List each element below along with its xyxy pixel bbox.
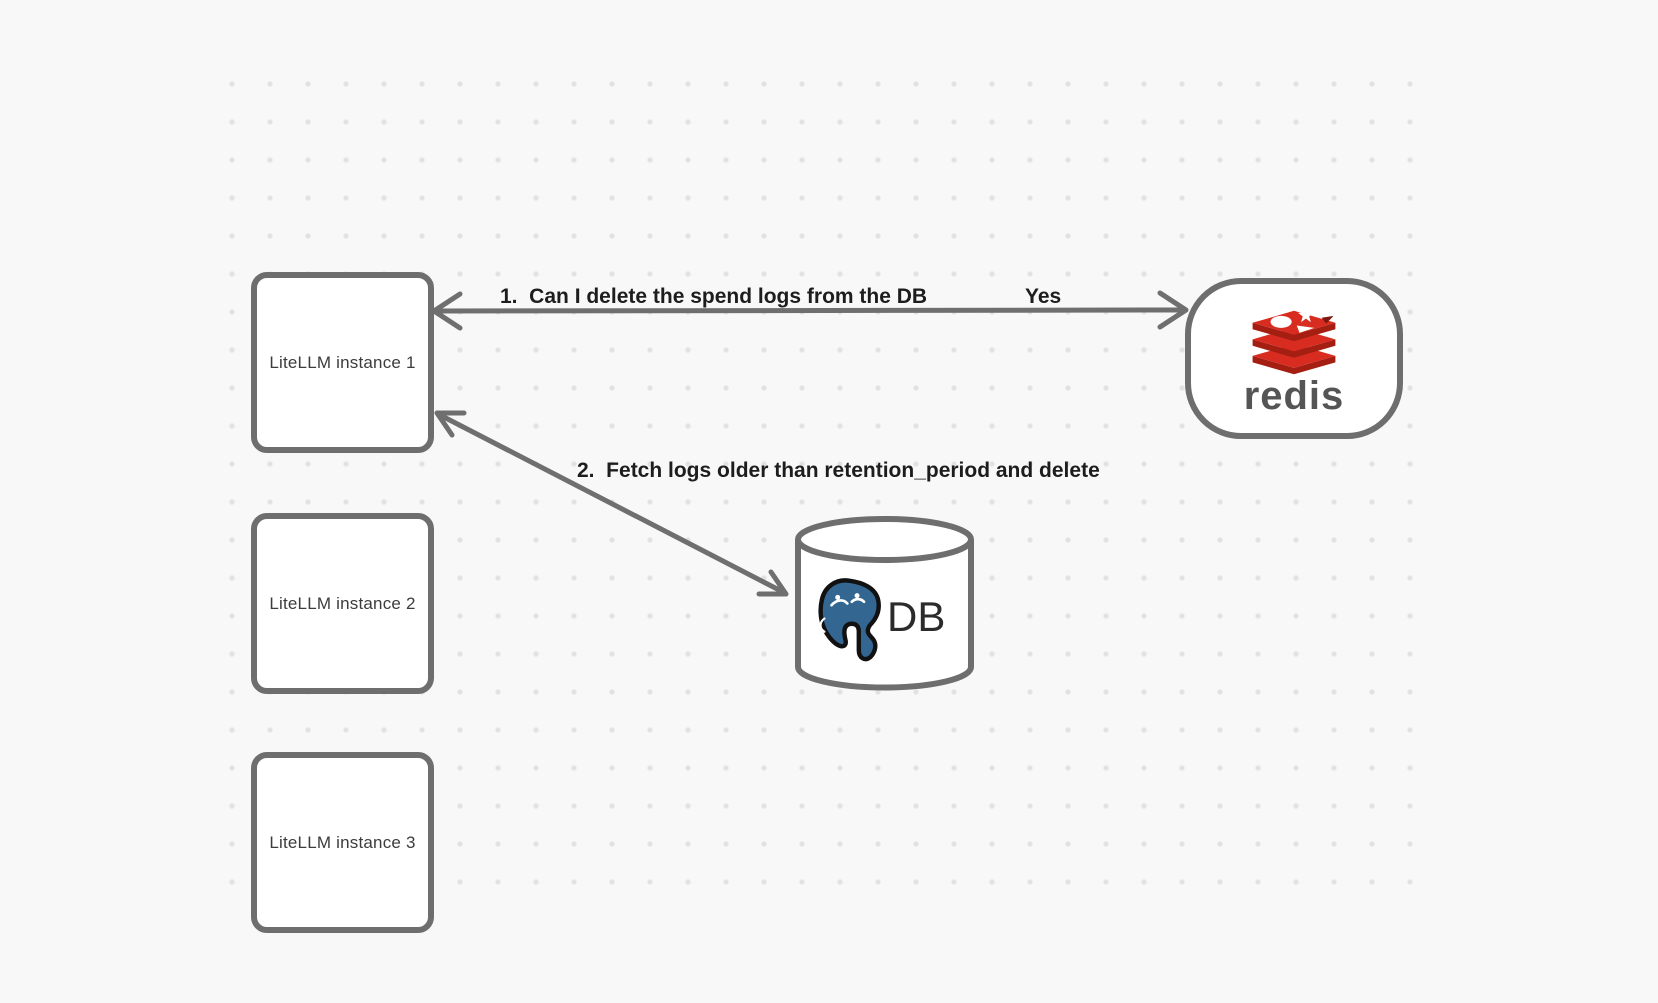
cylinder-shape — [795, 516, 974, 691]
litellm-instance-3-box[interactable]: LiteLLM instance 3 — [251, 752, 434, 933]
redis-node[interactable]: redis — [1185, 278, 1403, 439]
edge-db-fetch-arrow[interactable] — [434, 410, 789, 597]
redis-wordmark: redis — [1243, 374, 1345, 418]
litellm-instance-1-box[interactable]: LiteLLM instance 1 — [251, 272, 434, 453]
edge-redis-check-response[interactable]: Yes — [1025, 285, 1062, 308]
postgresql-logo-icon — [818, 578, 881, 662]
redis-logo-icon — [1252, 307, 1336, 375]
database-label: DB — [887, 593, 946, 640]
litellm-instance-2-label: LiteLLM instance 2 — [269, 593, 416, 613]
litellm-instance-3-label: LiteLLM instance 3 — [269, 832, 416, 852]
litellm-instance-2-box[interactable]: LiteLLM instance 2 — [251, 513, 434, 694]
edge-db-fetch-label[interactable]: 2. Fetch logs older than retention_perio… — [577, 459, 1100, 482]
litellm-instance-1-label: LiteLLM instance 1 — [269, 352, 416, 372]
edge-redis-check-arrow[interactable] — [431, 290, 1189, 331]
edge-redis-check-label[interactable]: 1. Can I delete the spend logs from the … — [500, 285, 928, 308]
database-cylinder[interactable]: DB — [795, 516, 977, 694]
